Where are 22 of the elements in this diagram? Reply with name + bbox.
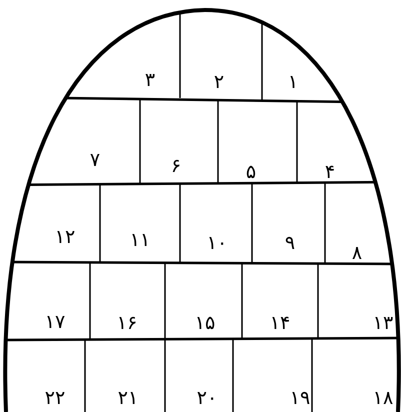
cell-number: ۲۱ <box>118 387 138 409</box>
cell-number: ۲ <box>214 71 224 93</box>
cell-number: ۱۸ <box>372 387 394 409</box>
cell-number: ۱۵ <box>194 312 216 334</box>
cell-number: ۲۲ <box>44 387 66 409</box>
cell-number: ۱۴ <box>270 312 290 334</box>
cell-number: ۵ <box>246 161 256 183</box>
cell-number: ۱۶ <box>116 312 138 334</box>
cell-number: ۳ <box>144 69 156 91</box>
cell-number: ۱۳ <box>372 312 394 334</box>
cell-number: ۹ <box>284 232 296 254</box>
cell-number: ۱۹ <box>290 387 310 409</box>
cell-number: ۲۰ <box>196 387 218 409</box>
cell-number: ۱ <box>288 71 298 93</box>
cell-number: ۷ <box>90 149 100 171</box>
cell-number: ۱۱ <box>130 229 150 251</box>
cell-number: ۶ <box>170 155 182 177</box>
cell-number: ۱۰ <box>206 232 228 254</box>
cell-number: ۸ <box>352 242 362 264</box>
cell-number: ۴ <box>324 161 336 183</box>
cell-number: ۱۷ <box>44 311 66 333</box>
cell-number: ۱۲ <box>54 226 76 248</box>
